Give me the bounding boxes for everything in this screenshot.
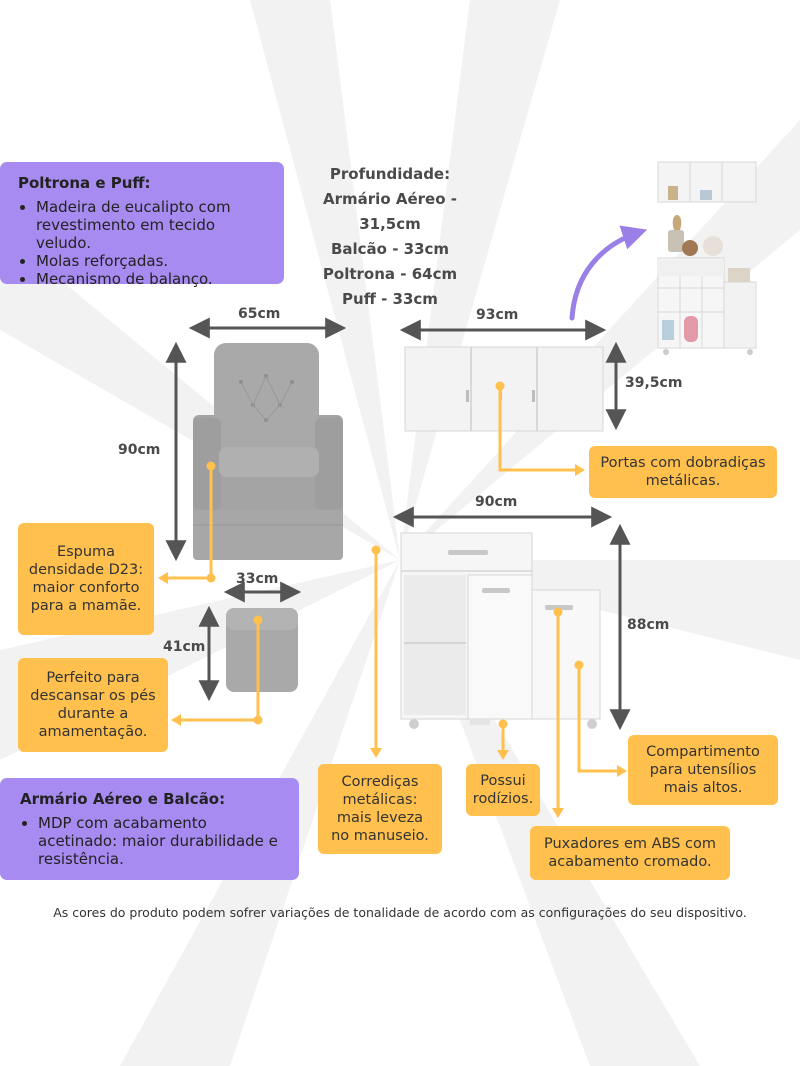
- poltrona-feature: Molas reforçadas.: [36, 252, 270, 270]
- depth-title: Profundidade:: [329, 165, 451, 183]
- puff-height-label: 41cm: [163, 639, 206, 655]
- poltrona-feature: Mecanismo de balanço.: [36, 270, 270, 288]
- connector-arrowhead: [497, 750, 509, 760]
- color-disclaimer: As cores do produto podem sofrer variaçõ…: [53, 905, 747, 920]
- room-thumbnail-illustration: [657, 161, 757, 355]
- connector-arrowhead: [370, 748, 382, 758]
- casters-callout: Possui rodízios.: [466, 764, 540, 816]
- depth-line: Armário Aéreo - 31,5cm: [323, 190, 457, 233]
- counter-width-label: 90cm: [475, 494, 518, 510]
- depth-line: Balcão - 33cm: [330, 240, 450, 258]
- armario-balcao-info-box: Armário Aéreo e Balcão: MDP com acabamen…: [0, 778, 299, 880]
- handles-callout: Puxadores em ABS com acabamento cromado.: [530, 826, 730, 880]
- poltrona-puff-info-box: Poltrona e Puff: Madeira de eucalipto co…: [0, 162, 284, 288]
- curved-arrow-icon: [569, 225, 648, 321]
- wall-cabinet-illustration: [404, 346, 604, 432]
- hinges-callout: Portas com dobradiças metálicas.: [589, 446, 777, 498]
- counter-height-label: 88cm: [627, 617, 670, 633]
- foam-density-callout: Espuma densidade D23: maior conforto par…: [18, 523, 154, 635]
- connector-arrowhead: [158, 572, 168, 584]
- connector-arrowhead: [575, 464, 585, 476]
- poltrona-feature: Madeira de eucalipto com revestimento em…: [36, 198, 270, 252]
- wall-cabinet-height-label: 39,5cm: [625, 375, 683, 391]
- connector-dots: [206, 381, 584, 729]
- armchair-width-label: 65cm: [238, 306, 281, 322]
- counter-illustration: [400, 532, 601, 729]
- connector-arrowhead: [171, 714, 181, 726]
- drawer-slides-callout: Corrediças metálicas: mais leveza no man…: [318, 764, 442, 854]
- footrest-callout: Perfeito para descansar os pés durante a…: [18, 658, 168, 752]
- armchair-illustration: [193, 343, 343, 560]
- dimension-lines: [165, 317, 631, 731]
- puff-width-label: 33cm: [236, 571, 279, 587]
- poltrona-puff-title: Poltrona e Puff:: [18, 174, 151, 192]
- armario-feature: MDP com acabamento acetinado: maior dura…: [38, 814, 285, 868]
- depth-line: Puff - 33cm: [342, 290, 438, 308]
- armchair-height-label: 90cm: [118, 442, 161, 458]
- depth-line: Poltrona - 64cm: [322, 265, 458, 283]
- depth-list: Profundidade: Armário Aéreo - 31,5cm Bal…: [290, 162, 490, 312]
- wall-cabinet-width-label: 93cm: [476, 307, 519, 323]
- connector-arrowhead: [617, 765, 627, 777]
- connector-arrowhead: [552, 808, 564, 818]
- armario-balcao-title: Armário Aéreo e Balcão:: [20, 790, 226, 808]
- compartment-callout: Compartimento para utensílios mais altos…: [628, 735, 778, 805]
